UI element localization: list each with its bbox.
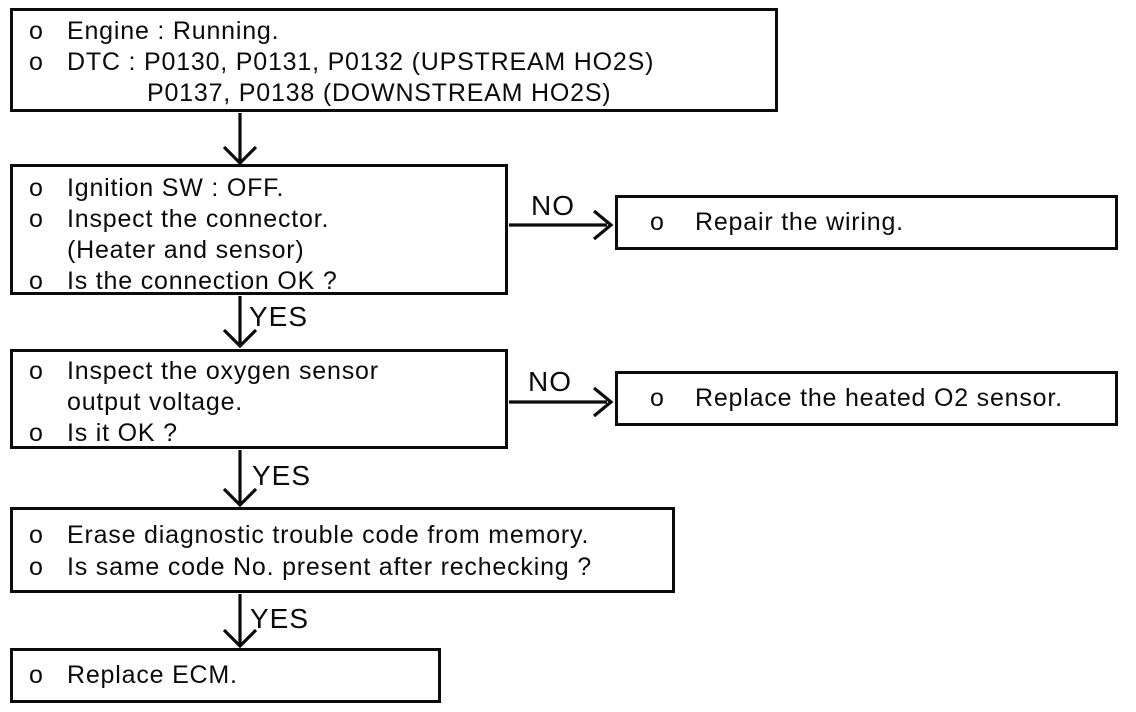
node-text: Replace the heated O2 sensor.	[695, 384, 1063, 412]
node-line: o DTC : P0130, P0131, P0132 (UPSTREAM HO…	[29, 47, 769, 78]
bullet-marker	[29, 235, 67, 266]
flow-node-replace-ecm: o Replace ECM.	[10, 648, 441, 703]
node-text: (Heater and sensor)	[67, 236, 305, 264]
arrow-down-start-to-connector	[222, 113, 258, 166]
node-text: output voltage.	[67, 388, 244, 416]
node-text: Is it OK ?	[67, 419, 178, 447]
flow-node-replace-o2-sensor: o Replace the heated O2 sensor.	[615, 371, 1118, 426]
node-line: output voltage.	[29, 387, 499, 418]
bullet-marker: o	[29, 661, 44, 689]
flow-node-start-conditions: o Engine : Running. o DTC : P0130, P0131…	[10, 8, 778, 112]
node-line: o Erase diagnostic trouble code from mem…	[29, 519, 666, 551]
node-line: o Is same code No. present after recheck…	[29, 551, 666, 583]
bullet-marker: o	[29, 174, 44, 202]
edge-label-yes-1: YES	[249, 301, 309, 332]
flow-node-erase-dtc: o Erase diagnostic trouble code from mem…	[10, 507, 675, 593]
bullet-marker: o	[29, 419, 44, 447]
node-text: DTC : P0130, P0131, P0132 (UPSTREAM HO2S…	[67, 48, 655, 76]
node-line: o Inspect the connector.	[29, 204, 499, 235]
node-line: o Engine : Running.	[29, 16, 769, 47]
flow-node-check-connector: o Ignition SW : OFF. o Inspect the conne…	[10, 164, 508, 295]
node-text: Repair the wiring.	[695, 208, 904, 236]
node-text: Inspect the oxygen sensor	[67, 357, 379, 385]
bullet-marker	[29, 78, 67, 109]
edge-label-yes-3: YES	[250, 603, 310, 634]
edge-label-no-2: NO	[528, 366, 572, 397]
bullet-marker: o	[29, 205, 44, 233]
bullet-marker: o	[29, 48, 44, 76]
node-line: o Replace ECM.	[29, 660, 238, 691]
node-line: o Is the connection OK ?	[29, 266, 499, 297]
node-text: Ignition SW : OFF.	[67, 174, 285, 202]
node-text: Erase diagnostic trouble code from memor…	[67, 521, 590, 549]
node-line: o Is it OK ?	[29, 418, 499, 449]
bullet-marker: o	[29, 357, 44, 385]
bullet-marker: o	[29, 521, 44, 549]
flow-node-check-o2-voltage: o Inspect the oxygen sensor output volta…	[10, 349, 508, 449]
edge-label-yes-2: YES	[252, 460, 312, 491]
bullet-marker: o	[650, 208, 665, 236]
bullet-marker	[29, 387, 67, 418]
node-text: Is the connection OK ?	[67, 267, 338, 295]
node-line: o Inspect the oxygen sensor	[29, 356, 499, 387]
bullet-marker: o	[29, 553, 44, 581]
node-line: P0137, P0138 (DOWNSTREAM HO2S)	[29, 78, 769, 109]
node-line: o Repair the wiring.	[634, 207, 904, 238]
bullet-marker: o	[29, 267, 44, 295]
node-text: Replace ECM.	[67, 661, 238, 689]
node-text: Inspect the connector.	[67, 205, 330, 233]
flow-node-repair-wiring: o Repair the wiring.	[615, 195, 1118, 250]
bullet-marker: o	[29, 17, 44, 45]
node-line: o Replace the heated O2 sensor.	[634, 383, 1063, 414]
node-text: P0137, P0138 (DOWNSTREAM HO2S)	[147, 79, 612, 107]
bullet-marker: o	[650, 384, 665, 412]
edge-label-no-1: NO	[531, 190, 575, 221]
node-text: Engine : Running.	[67, 17, 280, 45]
node-line: o Ignition SW : OFF.	[29, 173, 499, 204]
node-line: (Heater and sensor)	[29, 235, 499, 266]
node-text: Is same code No. present after recheckin…	[67, 553, 592, 581]
